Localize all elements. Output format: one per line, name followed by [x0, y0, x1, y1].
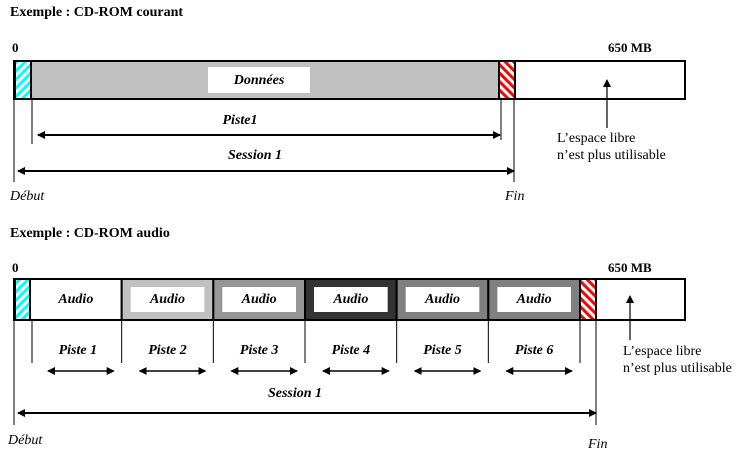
- start-label: Début: [8, 433, 43, 448]
- lead-out-block: [498, 60, 516, 100]
- start-label: Début: [10, 189, 45, 204]
- audio-label-box-4: [314, 287, 388, 312]
- data-label-box: [208, 67, 310, 93]
- cd-rom-courant-bar: [13, 60, 686, 100]
- lead-in-block: [14, 60, 32, 100]
- audio-label: Audio: [424, 292, 460, 307]
- note-line-1: L’espace libre: [623, 344, 702, 359]
- segment-ticks: [31, 320, 581, 363]
- audio-label: Audio: [516, 292, 552, 307]
- audio-label: Audio: [241, 292, 277, 307]
- track-label: Piste1: [222, 113, 258, 128]
- track-label: Piste 1: [58, 343, 98, 358]
- track-label: Piste 6: [514, 343, 554, 358]
- audio-label: Audio: [58, 292, 94, 307]
- audio-segments: [29, 278, 582, 321]
- start-mark: 0: [12, 40, 19, 55]
- audio-segment-1: [29, 278, 123, 321]
- audio-label: Audio: [149, 292, 185, 307]
- diagram2-title: Exemple : CD-ROM audio: [10, 226, 170, 241]
- audio-label-box-3: [222, 287, 296, 312]
- audio-label-box-6: [497, 287, 571, 312]
- free-space-note: L’espace libre n’est plus utilisable: [557, 130, 666, 164]
- end-mark: 650 MB: [608, 40, 652, 55]
- session-label: Session 1: [227, 148, 283, 163]
- end-mark: 650 MB: [608, 260, 652, 275]
- audio-label-box-2: [130, 287, 205, 312]
- start-mark: 0: [12, 260, 19, 275]
- free-space-note: L’espace libre n’est plus utilisable: [623, 343, 732, 377]
- cd-rom-audio-bar: [13, 278, 686, 321]
- track-label: Piste 4: [331, 343, 371, 358]
- note-line-2: n’est plus utilisable: [557, 148, 666, 163]
- end-label: Fin: [505, 189, 525, 204]
- diagram1-title: Exemple : CD-ROM courant: [10, 5, 184, 20]
- audio-label-box-5: [405, 287, 480, 312]
- note-line-2: n’est plus utilisable: [623, 361, 732, 376]
- end-label: Fin: [588, 437, 608, 452]
- track-label: Piste 3: [239, 343, 279, 358]
- track-label: Piste 5: [423, 343, 462, 358]
- track-label: Piste 2: [148, 343, 187, 358]
- lead-out-block: [579, 278, 597, 321]
- note-line-1: L’espace libre: [557, 131, 636, 146]
- session-label: Session 1: [267, 386, 323, 401]
- audio-label: Audio: [333, 292, 369, 307]
- lead-in-block: [14, 278, 31, 321]
- data-label: Données: [233, 73, 285, 88]
